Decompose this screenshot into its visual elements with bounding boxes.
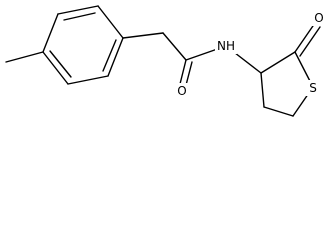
- ring-bond-2: [97, 5, 124, 39]
- lactone-oxygen-label: O: [314, 11, 323, 25]
- ring-ch2-bond: [122, 32, 164, 39]
- ring-bond-5: [42, 51, 69, 85]
- ch2-carbonyl-bond: [162, 32, 187, 61]
- atom-lactone-oxygen: O: [312, 10, 326, 26]
- nitrogen-label: NH: [217, 39, 235, 53]
- structure-diagram: NH O O S: [5, 5, 326, 117]
- thiolactone-ring: [260, 22, 321, 117]
- ring-bond-1: [57, 5, 99, 15]
- atom-sulfur: S: [306, 80, 320, 96]
- ring-c5-c4-bond: [263, 106, 294, 117]
- benzene-ring: [42, 5, 124, 85]
- carbonyl-oxygen-label: O: [177, 84, 186, 98]
- ring-bond-3: [107, 37, 124, 77]
- ring-bond-6: [42, 13, 59, 53]
- atom-carbonyl-oxygen: O: [175, 83, 189, 99]
- lactone-double-bond-b: [299, 26, 321, 57]
- ring-double-bond-2: [102, 39, 117, 72]
- ring-c4-c3-bond: [260, 72, 265, 108]
- ring-double-bond-1: [63, 12, 96, 21]
- lactone-double-bond-a: [294, 22, 316, 53]
- atom-nitrogen: NH: [215, 38, 237, 54]
- ring-double-bond-3: [49, 50, 72, 78]
- ring-c3-c2-bond: [260, 51, 296, 74]
- sulfur-label: S: [309, 81, 317, 95]
- ring-bond-4: [67, 75, 109, 85]
- methyl-bond: [5, 51, 44, 63]
